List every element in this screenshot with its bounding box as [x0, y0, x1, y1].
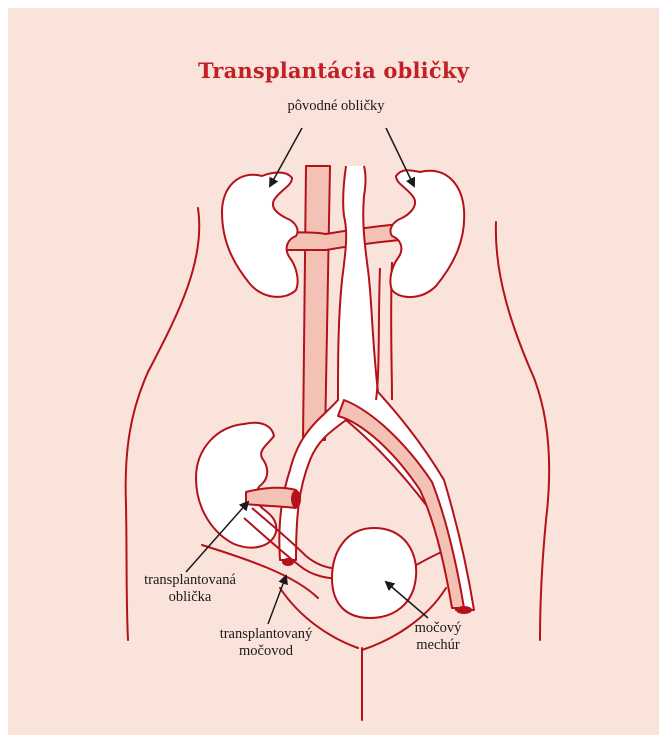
label-transplanted-ureter: transplantovaný močovod: [196, 626, 336, 660]
native-kidney-right: [390, 170, 464, 297]
transplanted-kidney: [196, 423, 276, 548]
arrow-transplanted-ureter: [268, 576, 286, 624]
bladder: [332, 528, 416, 618]
label-transplanted-ureter-line2: močovod: [196, 643, 336, 660]
label-bladder: močový mechúr: [398, 620, 478, 654]
label-transplanted-kidney-line2: oblička: [120, 589, 260, 606]
body-outline-right: [496, 222, 549, 640]
aorta: [303, 166, 330, 440]
native-kidney-left: [222, 173, 298, 297]
label-transplanted-kidney: transplantovaná oblička: [120, 572, 260, 606]
label-bladder-line1: močový: [398, 620, 478, 637]
label-transplanted-kidney-line1: transplantovaná: [120, 572, 260, 589]
body-outline: [126, 208, 549, 720]
label-transplanted-ureter-line1: transplantovaný: [196, 626, 336, 643]
transplant-vessels: [246, 488, 301, 508]
label-native-kidneys: pôvodné obličky: [276, 98, 396, 115]
label-bladder-line2: mechúr: [398, 637, 478, 654]
